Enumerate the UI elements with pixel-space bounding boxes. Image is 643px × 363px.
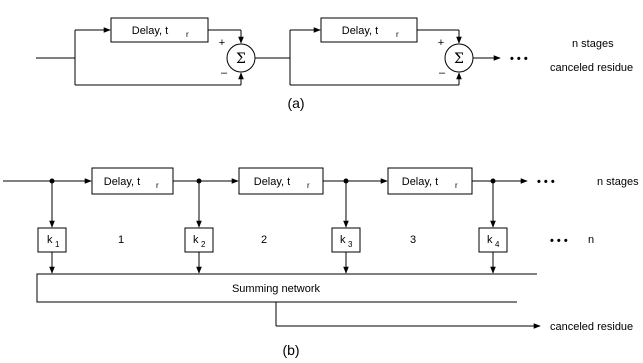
delay-sub: r — [396, 30, 399, 39]
weight-k-4: k — [487, 234, 493, 246]
delay-sub: r — [186, 30, 189, 39]
stage-number-1: 1 — [118, 234, 124, 246]
caption-a: (a) — [287, 95, 304, 111]
stage-number-2: 2 — [261, 234, 267, 246]
stage-number-3: 3 — [410, 234, 416, 246]
delay-box-2 — [238, 167, 324, 195]
diagram-b: Delay, t r Delay, t r Delay, t r • • • n… — [3, 167, 639, 358]
weight-sub-1: 1 — [55, 240, 60, 249]
output-label: canceled residue — [550, 62, 633, 74]
delay-sub-1: r — [156, 181, 159, 190]
ellipsis: • • • — [510, 53, 528, 65]
sigma-symbol: Σ — [454, 51, 464, 67]
delay-box-1 — [91, 167, 174, 195]
delay-label-2: Delay, t — [254, 176, 290, 188]
stage2-a: Delay, t r Σ + – — [289, 17, 501, 86]
caption-b: (b) — [282, 342, 299, 358]
delay-label-3: Delay, t — [402, 176, 438, 188]
delay-label: Delay, t — [342, 25, 378, 37]
delay-label: Delay, t — [132, 25, 168, 37]
delay-sub-2: r — [307, 181, 310, 190]
weight-sub-3: 3 — [348, 240, 353, 249]
weight-sub-4: 4 — [495, 240, 500, 249]
ellipsis-weights: • • • — [550, 235, 568, 247]
plus-sign: + — [219, 37, 225, 49]
summing-network-box — [36, 273, 537, 303]
weight-box-3 — [331, 227, 361, 253]
stage1-a: Delay, t r Σ + – — [74, 17, 290, 86]
n-label: n — [588, 234, 594, 246]
weight-box-4 — [478, 227, 508, 253]
delay-sub-3: r — [455, 181, 458, 190]
weight-k-1: k — [47, 234, 53, 246]
minus-sign: – — [439, 67, 446, 79]
delay-box — [110, 17, 209, 43]
weight-k-3: k — [340, 234, 346, 246]
weight-sub-2: 2 — [201, 240, 206, 249]
ellipsis-top: • • • — [537, 176, 555, 188]
delay-label-1: Delay, t — [104, 176, 140, 188]
n-stages-label-b: n stages — [597, 176, 639, 188]
n-stages-label: n stages — [572, 38, 614, 50]
weight-k-2: k — [193, 234, 199, 246]
weight-box-2 — [184, 227, 214, 253]
weight-box-1 — [37, 227, 67, 253]
delay-box — [320, 17, 418, 43]
output-label-b: canceled residue — [550, 321, 633, 333]
plus-sign: + — [438, 37, 444, 49]
minus-sign: – — [221, 67, 228, 79]
sigma-symbol: Σ — [236, 51, 246, 67]
diagram-a: Delay, t r Σ + – Delay, t r Σ + – — [36, 17, 633, 111]
summing-network-label: Summing network — [232, 283, 321, 295]
